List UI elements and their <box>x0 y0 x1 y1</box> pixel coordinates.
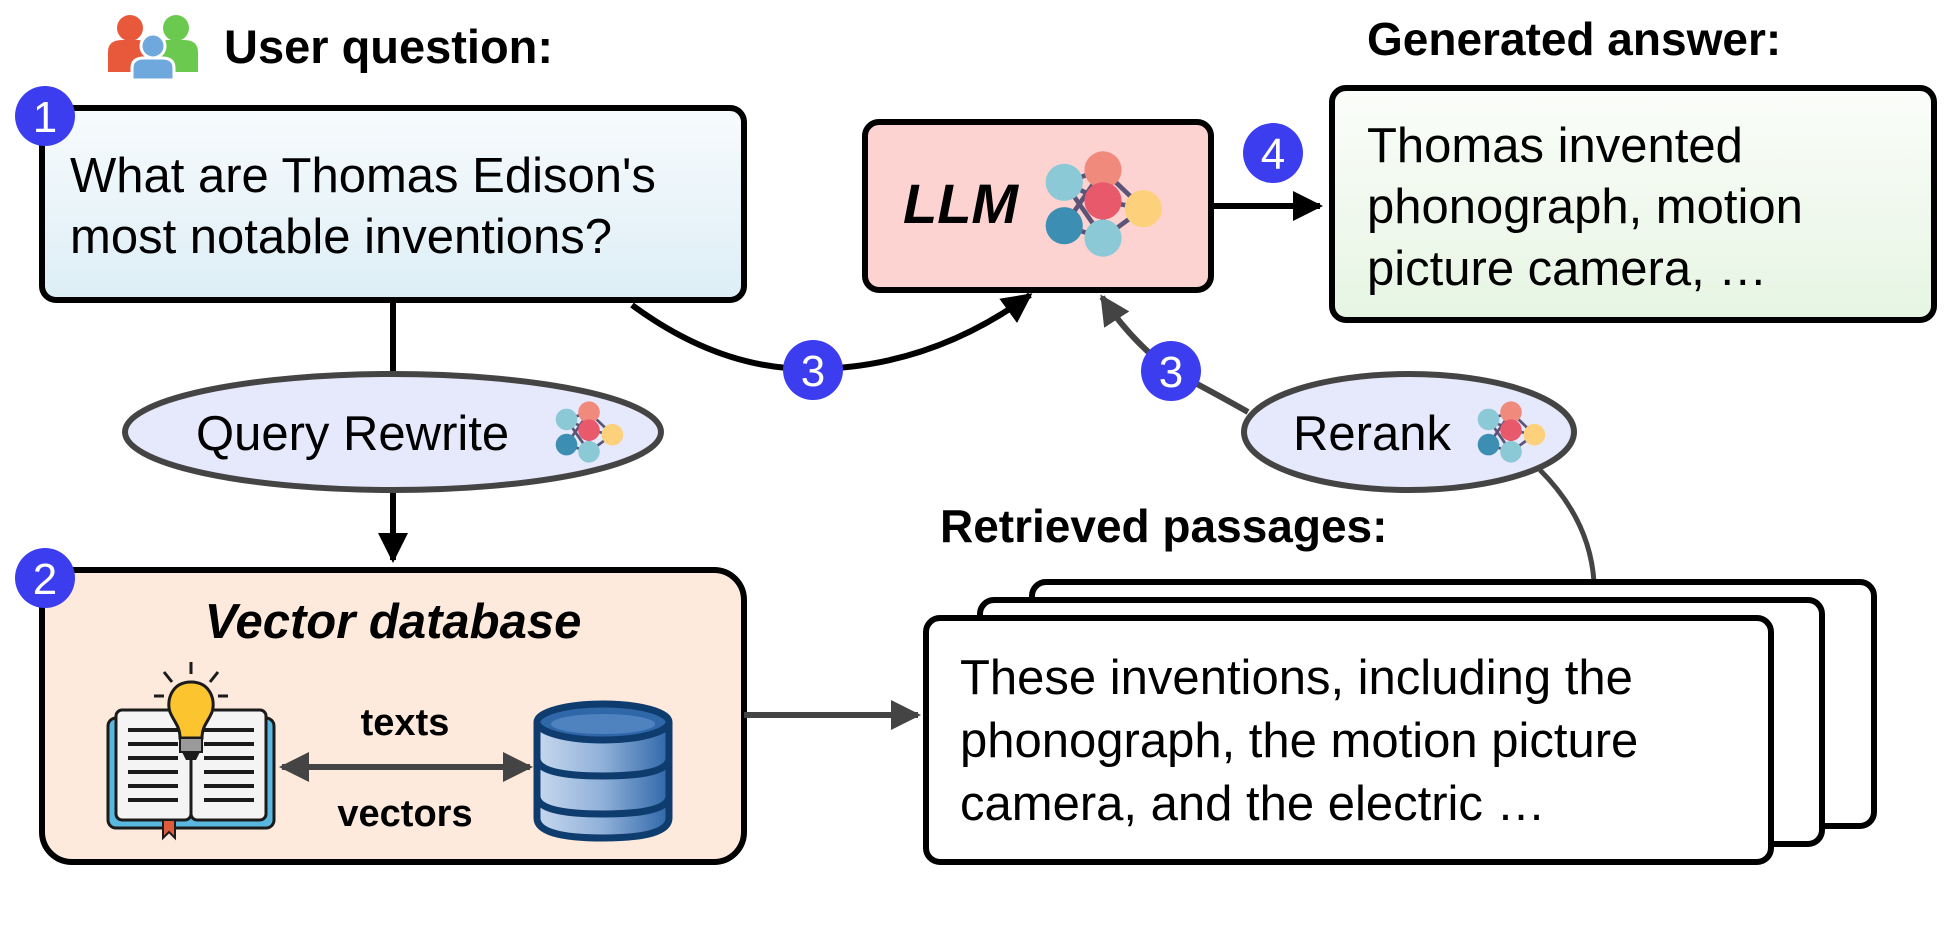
passages-to-rerank-line <box>1538 468 1597 583</box>
book-lightbulb-icon <box>106 662 276 841</box>
question-line-2: most notable inventions? <box>70 210 612 264</box>
texts-label: texts <box>361 702 450 744</box>
svg-text:4: 4 <box>1261 130 1285 179</box>
retrieved-passages-heading: Retrieved passages: <box>940 500 1387 552</box>
passage-line-2: phonograph, the motion picture <box>960 714 1638 768</box>
svg-text:3: 3 <box>1159 348 1183 397</box>
database-icon <box>533 700 673 842</box>
question-box <box>39 105 747 303</box>
answer-line-2: phonograph, motion <box>1367 180 1803 234</box>
users-icon <box>108 15 198 82</box>
query-rewrite-node: Query Rewrite <box>122 371 664 493</box>
user-question-heading: User question: <box>224 20 553 73</box>
svg-text:3: 3 <box>801 347 825 396</box>
svg-text:1: 1 <box>33 93 57 142</box>
question-line-1: What are Thomas Edison's <box>70 149 656 203</box>
rerank-node: Rerank <box>1241 371 1577 493</box>
answer-box <box>1329 85 1937 323</box>
llm-label: LLM <box>903 172 1019 235</box>
vectors-label: vectors <box>337 793 472 835</box>
passage-line-3: camera, and the electric … <box>960 777 1546 831</box>
generated-answer-heading: Generated answer: <box>1367 13 1781 65</box>
step-badge-4: 4 <box>1243 123 1303 183</box>
passage-line-1: These inventions, including the <box>960 651 1633 705</box>
svg-text:2: 2 <box>33 555 57 604</box>
query-rewrite-label: Query Rewrite <box>196 407 509 461</box>
step-badge-3-right: 3 <box>1141 341 1201 401</box>
answer-line-3: picture camera, … <box>1367 242 1767 296</box>
answer-line-1: Thomas invented <box>1367 119 1743 173</box>
vector-db-title: Vector database <box>205 595 582 649</box>
step-badge-1: 1 <box>15 86 75 146</box>
passage-card-front <box>923 615 1774 865</box>
rerank-label: Rerank <box>1293 407 1451 461</box>
step-badge-3-left: 3 <box>783 340 843 400</box>
step-badge-2: 2 <box>15 548 75 608</box>
